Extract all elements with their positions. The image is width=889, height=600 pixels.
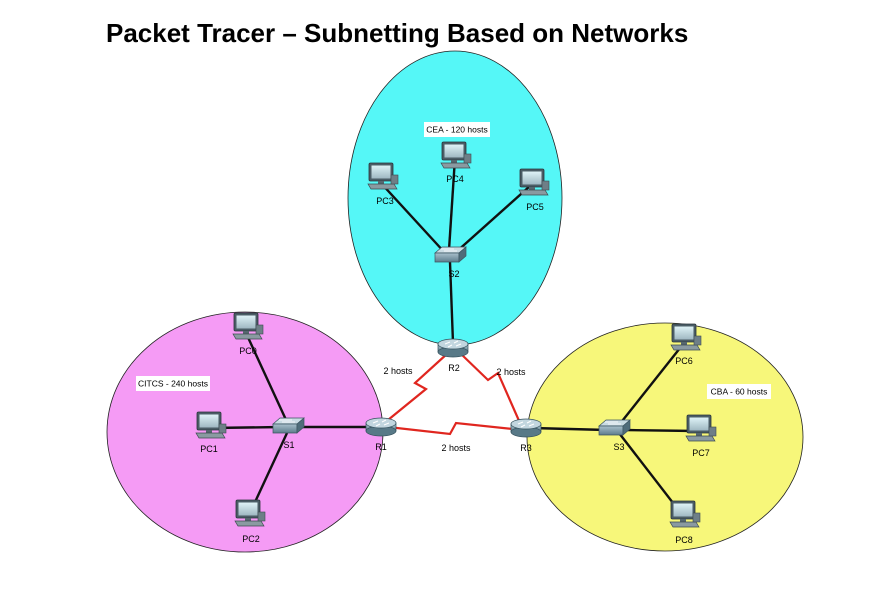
router-r1[interactable]: R1 (365, 417, 397, 452)
router-r2[interactable]: R2 (437, 338, 469, 373)
pc8[interactable]: PC8 (669, 500, 701, 545)
pc7[interactable]: PC7 (685, 414, 717, 458)
svg-text:CITCS - 240 hosts: CITCS - 240 hosts (138, 379, 208, 389)
switch-s1[interactable]: S1 (272, 417, 305, 450)
switch-s2[interactable]: S2 (434, 246, 467, 279)
zone-cba (526, 322, 804, 552)
svg-text:S1: S1 (283, 440, 294, 450)
zone-label-cea: CEA - 120 hosts (424, 122, 490, 137)
pc5[interactable]: PC5 (518, 168, 550, 212)
svg-text:R2: R2 (448, 363, 460, 373)
page-title: Packet Tracer – Subnetting Based on Netw… (106, 18, 689, 48)
svg-text:PC7: PC7 (692, 448, 710, 458)
svg-text:R1: R1 (375, 442, 387, 452)
pc1[interactable]: PC1 (195, 411, 227, 454)
svg-text:PC5: PC5 (526, 202, 544, 212)
svg-text:PC1: PC1 (200, 444, 218, 454)
svg-text:CEA - 120 hosts: CEA - 120 hosts (426, 125, 487, 135)
svg-text:S2: S2 (448, 269, 459, 279)
svg-text:PC6: PC6 (675, 356, 693, 366)
pc0[interactable]: PC0 (232, 312, 264, 356)
svg-text:PC0: PC0 (239, 346, 257, 356)
wan-label-r2-r3: 2 hosts (496, 367, 526, 377)
switch-s3[interactable]: S3 (598, 419, 631, 452)
svg-text:PC8: PC8 (675, 535, 693, 545)
svg-text:S3: S3 (613, 442, 624, 452)
wan-links (387, 352, 523, 436)
zone-label-citcs: CITCS - 240 hosts (136, 376, 210, 391)
pc6[interactable]: PC6 (670, 323, 702, 366)
pc4[interactable]: PC4 (440, 141, 472, 184)
wan-label-r1-r2: 2 hosts (383, 366, 413, 376)
svg-text:R3: R3 (520, 443, 532, 453)
svg-text:PC4: PC4 (446, 174, 464, 184)
pc2[interactable]: PC2 (234, 499, 266, 544)
svg-text:PC3: PC3 (376, 196, 394, 206)
wan-label-r1-r3: 2 hosts (441, 443, 471, 453)
zone-label-cba: CBA - 60 hosts (707, 384, 771, 399)
pc3[interactable]: PC3 (367, 162, 399, 206)
svg-text:PC2: PC2 (242, 534, 260, 544)
svg-text:CBA - 60 hosts: CBA - 60 hosts (711, 387, 768, 397)
router-r3[interactable]: R3 (510, 418, 542, 453)
